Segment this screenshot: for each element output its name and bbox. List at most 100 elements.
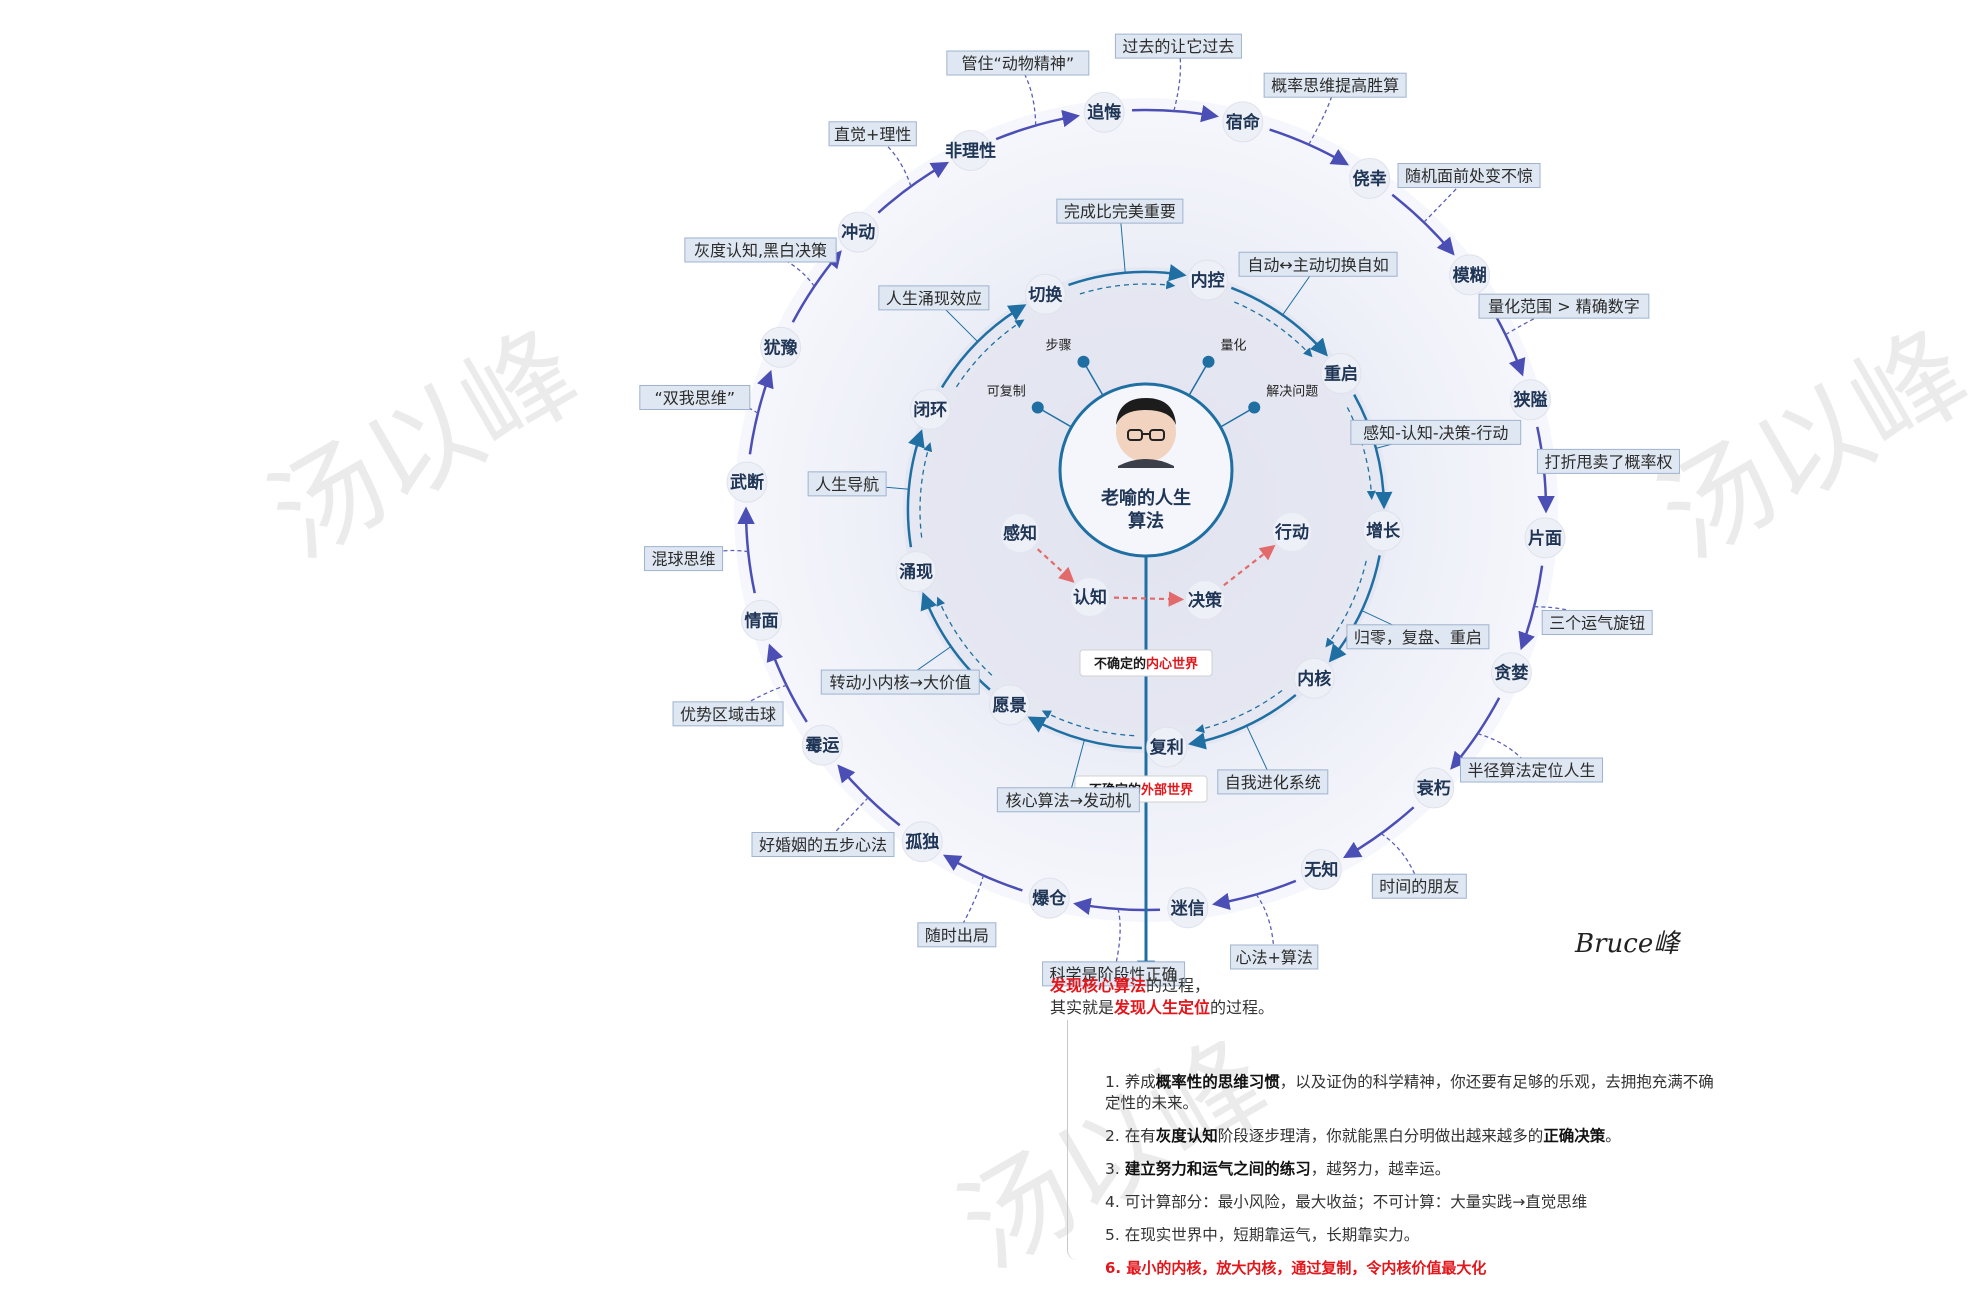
note-item: 3. 建立努力和运气之间的练习，越努力，越幸运。 bbox=[1105, 1159, 1451, 1178]
center-spoke: 量化 bbox=[1188, 339, 1247, 396]
outer-annotation-text: 随机面前处变不惊 bbox=[1405, 167, 1533, 186]
outer-node[interactable]: 侥幸 bbox=[1349, 157, 1391, 199]
outer-annotation-text: 科学是阶段性正确 bbox=[1050, 965, 1178, 984]
outer-annotation: 半径算法定位人生 bbox=[1460, 757, 1604, 783]
outer-node-label: 迷信 bbox=[1170, 898, 1205, 919]
inner-node[interactable]: 涌现 bbox=[895, 551, 937, 593]
outer-arc-arrow bbox=[1073, 897, 1161, 915]
inner-annotation: 人生导航 bbox=[807, 471, 887, 497]
inner-node[interactable]: 内核 bbox=[1293, 657, 1335, 699]
outer-node[interactable]: 衰朽 bbox=[1413, 767, 1455, 809]
inner-node[interactable]: 增长 bbox=[1362, 510, 1404, 552]
conclusion-intro: 发现核心算法的过程， 其实就是发现人生定位的过程。 bbox=[1050, 975, 1610, 1018]
inner-node[interactable]: 闭环 bbox=[909, 388, 951, 430]
outer-node[interactable]: 情面 bbox=[740, 599, 782, 641]
outer-node[interactable]: 贪婪 bbox=[1490, 652, 1532, 694]
outer-node[interactable]: 武断 bbox=[726, 461, 768, 503]
inner-world-tag: 不确定的内心世界 bbox=[1079, 649, 1213, 677]
inner-node-label: 切换 bbox=[1028, 284, 1063, 305]
outer-node[interactable]: 迷信 bbox=[1167, 887, 1209, 929]
outer-node[interactable]: 追悔 bbox=[1083, 91, 1125, 133]
inner-node[interactable]: 重启 bbox=[1320, 352, 1362, 394]
outer-annotation: 打折甩卖了概率权 bbox=[1536, 448, 1680, 474]
outer-annotation: 灰度认知,黑白决策 bbox=[684, 237, 837, 263]
inner-node-label: 愿景 bbox=[992, 696, 1026, 716]
inner-node[interactable]: 愿景 bbox=[988, 684, 1030, 726]
inner-annotation: 归零，复盘、重启 bbox=[1346, 624, 1490, 650]
outer-arc-arrow bbox=[748, 369, 774, 455]
outer-node[interactable]: 狭隘 bbox=[1510, 379, 1552, 421]
inner-dashed-arrow bbox=[919, 442, 933, 538]
center-node[interactable]: 老喻的人生 算法 bbox=[1058, 382, 1234, 558]
inner-dashed-arrow bbox=[1195, 689, 1283, 734]
chain-node[interactable]: 感知 bbox=[1001, 514, 1039, 552]
inner-arc-arrow bbox=[1027, 716, 1142, 750]
outer-node[interactable]: 非理性 bbox=[945, 129, 996, 171]
inner-node-label: 内核 bbox=[1297, 668, 1331, 689]
outer-node-label: 武断 bbox=[730, 472, 764, 493]
inner-dashed-arrow bbox=[955, 319, 1025, 388]
outer-connector bbox=[1308, 85, 1336, 145]
outer-node-label: 霉运 bbox=[805, 736, 839, 756]
outer-connector bbox=[1423, 175, 1470, 223]
outer-connector bbox=[1017, 62, 1037, 126]
outer-annotation: 量化范围 > 精确数字 bbox=[1478, 293, 1650, 319]
outer-annotation: “双我思维” bbox=[639, 385, 751, 411]
inner-annotation: 核心算法→发动机 bbox=[996, 787, 1140, 813]
chain-node-label: 决策 bbox=[1188, 590, 1223, 611]
outer-node[interactable]: 霉运 bbox=[801, 724, 843, 766]
outer-annotation-text: 直觉+理性 bbox=[834, 125, 911, 144]
inner-annotation-text: 归零，复盘、重启 bbox=[1354, 628, 1482, 647]
outer-annotation-text: 优势区域击球 bbox=[680, 705, 776, 724]
center-spoke-label: 步骤 bbox=[1045, 339, 1071, 354]
watermark-right: 汤以峰 bbox=[1639, 307, 1980, 583]
chain-node[interactable]: 行动 bbox=[1273, 513, 1311, 551]
outer-annotation-text: 概率思维提高胜算 bbox=[1271, 76, 1399, 95]
conclusion-rest-1: 的过程， bbox=[1146, 976, 1211, 995]
note-item: 6. 最小的内核，放大内核，通过复制，令内核价值最大化 bbox=[1105, 1258, 1487, 1277]
inner-node[interactable]: 切换 bbox=[1024, 273, 1066, 315]
outer-arc-arrow bbox=[1131, 105, 1219, 123]
outer-arc-arrow bbox=[877, 161, 950, 214]
inner-annotation: 人生涌现效应 bbox=[878, 285, 990, 311]
chain-node[interactable]: 决策 bbox=[1186, 581, 1224, 619]
outer-node[interactable]: 无知 bbox=[1300, 849, 1342, 891]
outer-node[interactable]: 宿命 bbox=[1222, 101, 1264, 143]
inner-dashed-arrow bbox=[1079, 280, 1176, 295]
chain-node[interactable]: 认知 bbox=[1071, 578, 1109, 616]
outer-node-label: 冲动 bbox=[841, 222, 875, 243]
outer-node[interactable]: 孤独 bbox=[901, 821, 943, 863]
outer-node[interactable]: 模糊 bbox=[1449, 254, 1491, 296]
outer-annotation-text: 混球思维 bbox=[652, 550, 716, 569]
outer-node[interactable]: 犹豫 bbox=[760, 326, 802, 368]
center-title-line1: 老喻的人生 bbox=[1101, 487, 1191, 509]
outer-annotation: 直觉+理性 bbox=[828, 121, 917, 147]
outer-annotation: 心法+算法 bbox=[1230, 944, 1319, 970]
conclusion-red-1: 发现核心算法 bbox=[1050, 976, 1147, 995]
inner-annotation-text: 感知-认知-决策-行动 bbox=[1363, 423, 1508, 442]
outer-node-label: 狭隘 bbox=[1513, 390, 1548, 411]
inner-node[interactable]: 复利 bbox=[1146, 726, 1188, 768]
outer-annotation-text: 量化范围 > 精确数字 bbox=[1488, 297, 1640, 316]
center-spoke: 解决问题 bbox=[1220, 385, 1318, 428]
outer-node-label: 无知 bbox=[1303, 860, 1338, 881]
inner-node[interactable]: 内控 bbox=[1187, 259, 1229, 301]
chain-arrow bbox=[1223, 544, 1276, 587]
chain-node-label: 感知 bbox=[1003, 523, 1037, 544]
chain-arrow bbox=[1036, 548, 1075, 583]
outer-node[interactable]: 冲动 bbox=[837, 211, 879, 253]
signature: Bruce峰 bbox=[1574, 929, 1681, 959]
outer-node[interactable]: 片面 bbox=[1524, 517, 1566, 559]
outer-node[interactable]: 爆仓 bbox=[1028, 877, 1070, 919]
outer-node-label: 犹豫 bbox=[764, 337, 798, 358]
outer-annotation: 时间的朋友 bbox=[1371, 873, 1467, 899]
conclusion-pre-2: 其实就是 bbox=[1050, 997, 1115, 1017]
outer-annotation-text: 随时出局 bbox=[925, 926, 989, 945]
inner-annotation: 自动↔主动切换自如 bbox=[1238, 251, 1398, 277]
inner-node-label: 复利 bbox=[1149, 737, 1184, 758]
outer-annotation-text: 灰度认知,黑白决策 bbox=[694, 241, 827, 260]
